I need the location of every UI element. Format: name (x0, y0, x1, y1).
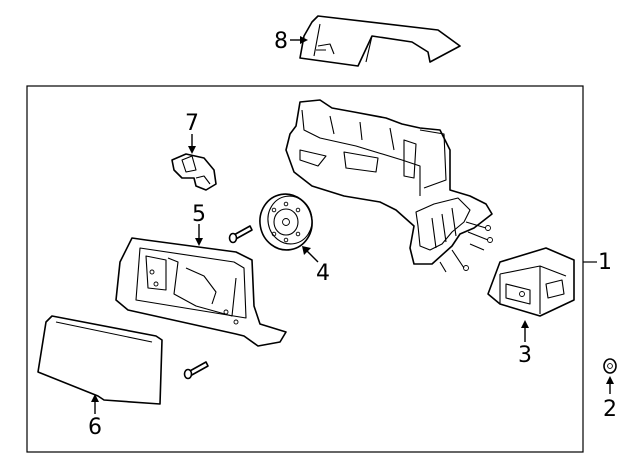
part-8-cover-cap (299, 15, 461, 67)
callout-4: 4 (316, 261, 330, 286)
part-1-mirror-housing (285, 99, 493, 273)
assembly-frame (26, 85, 584, 453)
callout-5: 5 (192, 202, 206, 227)
part-6-mirror-glass (37, 315, 163, 405)
callout-8: 8 (274, 29, 288, 54)
callout-2: 2 (603, 397, 617, 422)
callout-6: 6 (88, 415, 102, 440)
callout-arrows (91, 36, 614, 414)
callout-1: 1 (598, 250, 612, 275)
part-2-nut (603, 358, 617, 374)
callout-3: 3 (518, 343, 532, 368)
part-4-adjuster-disk (259, 193, 313, 251)
part-3-motor (487, 247, 575, 317)
screw-upper (228, 225, 253, 244)
callout-7: 7 (185, 111, 199, 136)
screw-lower (183, 361, 209, 380)
part-7-connector (171, 153, 217, 191)
part-5-backing-plate (115, 237, 287, 347)
